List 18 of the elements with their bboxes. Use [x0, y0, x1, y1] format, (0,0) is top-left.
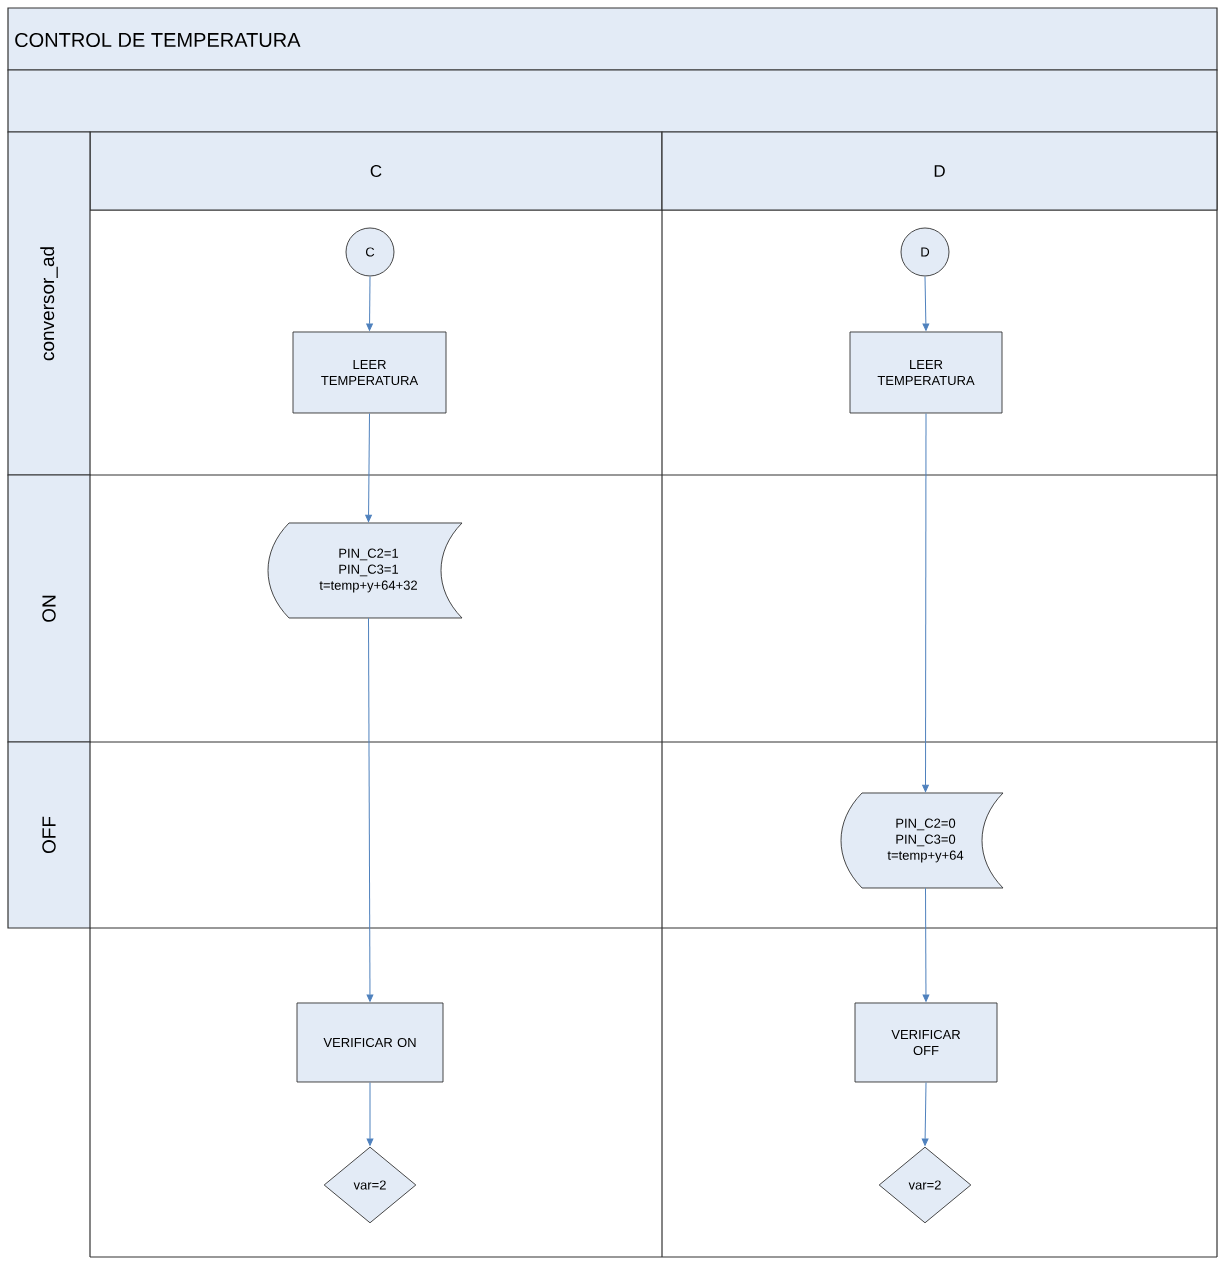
- lane-header: ON: [7, 474, 91, 743]
- arrow: [922, 275, 930, 331]
- arrow: [921, 1081, 929, 1146]
- arrow: [365, 412, 372, 523]
- arrow: [922, 412, 929, 793]
- column-header: C: [89, 131, 663, 211]
- process-box: LEER TEMPERATURA: [849, 331, 1003, 414]
- title-band: CONTROL DE TEMPERATURA: [7, 7, 1218, 71]
- arrow: [366, 275, 373, 331]
- lane-header: OFF: [7, 741, 91, 929]
- process-box: LEER TEMPERATURA: [292, 331, 447, 414]
- process-box: VERIFICAR OFF: [854, 1002, 998, 1083]
- column-header: D: [661, 131, 1218, 211]
- process-box: VERIFICAR ON: [296, 1002, 444, 1083]
- lane-header: conversor_ad: [7, 131, 91, 476]
- arrow: [366, 1081, 374, 1146]
- arrow: [366, 617, 374, 1002]
- arrow: [922, 887, 930, 1002]
